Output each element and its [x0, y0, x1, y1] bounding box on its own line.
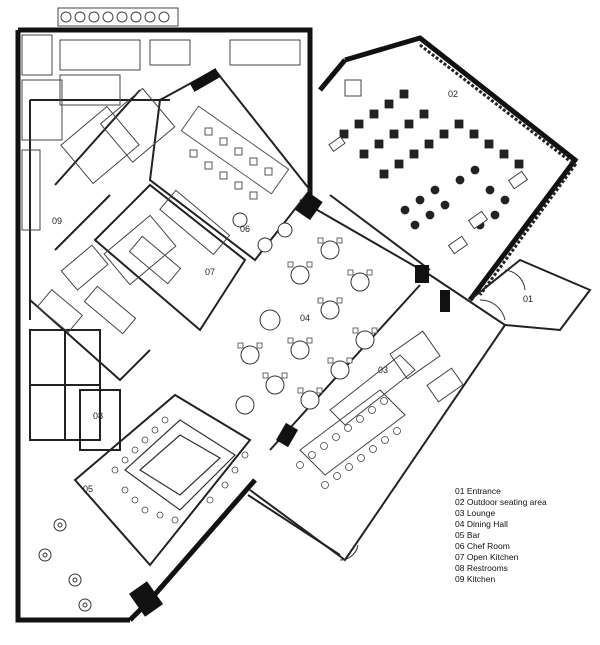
legend-item-bar: 05 Bar	[455, 530, 481, 540]
legend-item-restrooms: 08 Restrooms	[455, 563, 508, 573]
legend-item-chef-room: 06 Chef Room	[455, 541, 510, 551]
room-label-03: 03	[378, 365, 388, 375]
terrace-tables	[38, 518, 92, 612]
room-label-04: 04	[300, 313, 310, 323]
bar-stools	[111, 416, 249, 524]
structural-columns	[128, 68, 450, 617]
room-label-09: 09	[52, 216, 62, 226]
outdoor-seating	[339, 89, 524, 230]
outdoor-tables	[328, 79, 529, 255]
room-label-06: 06	[240, 224, 250, 234]
room-label-07: 07	[205, 267, 215, 277]
hedge	[419, 43, 578, 296]
entrance-doors	[339, 269, 526, 561]
room-label-08: 08	[93, 411, 103, 421]
legend-item-open-kitchen: 07 Open Kitchen	[455, 552, 519, 562]
legend-item-entrance: 01 Entrance	[455, 486, 501, 496]
chef-room-furniture	[180, 105, 290, 200]
legend: 01 Entrance 02 Outdoor seating area 03 L…	[455, 486, 547, 585]
bar-counter	[124, 419, 236, 511]
room-label-02: 02	[448, 89, 458, 99]
legend-item-outdoor-seating: 02 Outdoor seating area	[455, 497, 547, 507]
legend-item-dining-hall: 04 Dining Hall	[455, 519, 508, 529]
dining-hall-chairs	[237, 237, 378, 394]
room-labels: 01 02 03 04 05 06 07 08 09	[52, 89, 533, 494]
kitchen-equipment	[21, 7, 301, 335]
legend-item-kitchen: 09 Kitchen	[455, 574, 496, 584]
legend-item-lounge: 03 Lounge	[455, 508, 496, 518]
lounge-chairs	[296, 397, 401, 489]
interior-walls	[29, 68, 592, 567]
dining-hall-tables	[232, 212, 375, 415]
room-label-01: 01	[523, 294, 533, 304]
lounge-furniture	[299, 330, 464, 476]
room-label-05: 05	[83, 484, 93, 494]
